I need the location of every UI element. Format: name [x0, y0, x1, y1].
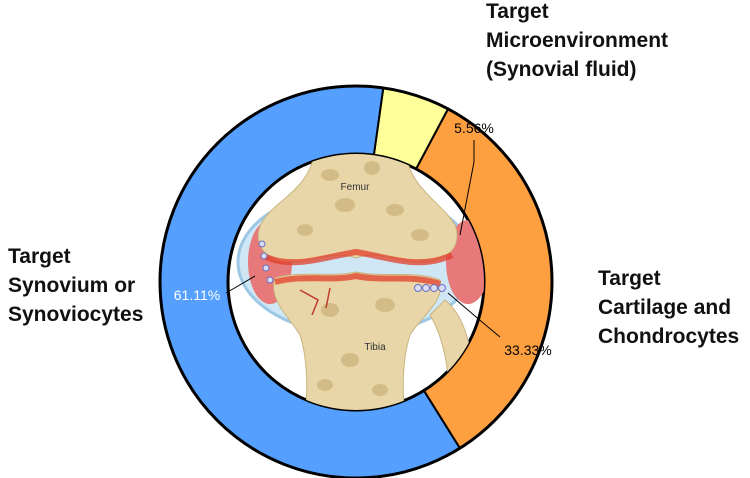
- value-labels: 5.56% 33.33% 61.11%: [174, 120, 552, 358]
- knee-joint-illustration: Femur Tibia: [226, 152, 486, 412]
- donut-outer-border: [158, 84, 554, 478]
- label-cartilage-line1: Target: [598, 267, 661, 290]
- label-cartilage-line2: Cartilage and: [598, 296, 732, 319]
- label-microenvironment-line2: Microenvironment: [486, 29, 669, 52]
- label-microenvironment: Target Microenvironment (Synovial fluid): [486, 0, 668, 84]
- value-label-synovium: 61.11%: [174, 287, 220, 303]
- leader-line-microenvironment: [459, 140, 475, 236]
- leader-line-cartilage: [447, 292, 501, 338]
- label-microenvironment-line3: (Synovial fluid): [486, 58, 637, 81]
- label-synovium-line1: Target: [8, 245, 71, 268]
- femur-label: Femur: [341, 182, 371, 193]
- label-synovium-line3: Synoviocytes: [8, 303, 144, 326]
- label-microenvironment-line1: Target: [486, 0, 549, 23]
- label-synovium-line2: Synovium or: [8, 274, 136, 297]
- label-synovium: Target Synovium or Synoviocytes: [8, 242, 143, 329]
- value-label-microenvironment: 5.56%: [454, 120, 494, 136]
- leader-lines: [225, 140, 501, 338]
- label-cartilage-line3: Chondrocytes: [598, 325, 740, 348]
- label-cartilage: Target Cartilage and Chondrocytes: [598, 264, 739, 351]
- tibia-label: Tibia: [364, 342, 386, 353]
- leader-line-synovium: [225, 275, 256, 294]
- value-label-cartilage: 33.33%: [504, 342, 551, 358]
